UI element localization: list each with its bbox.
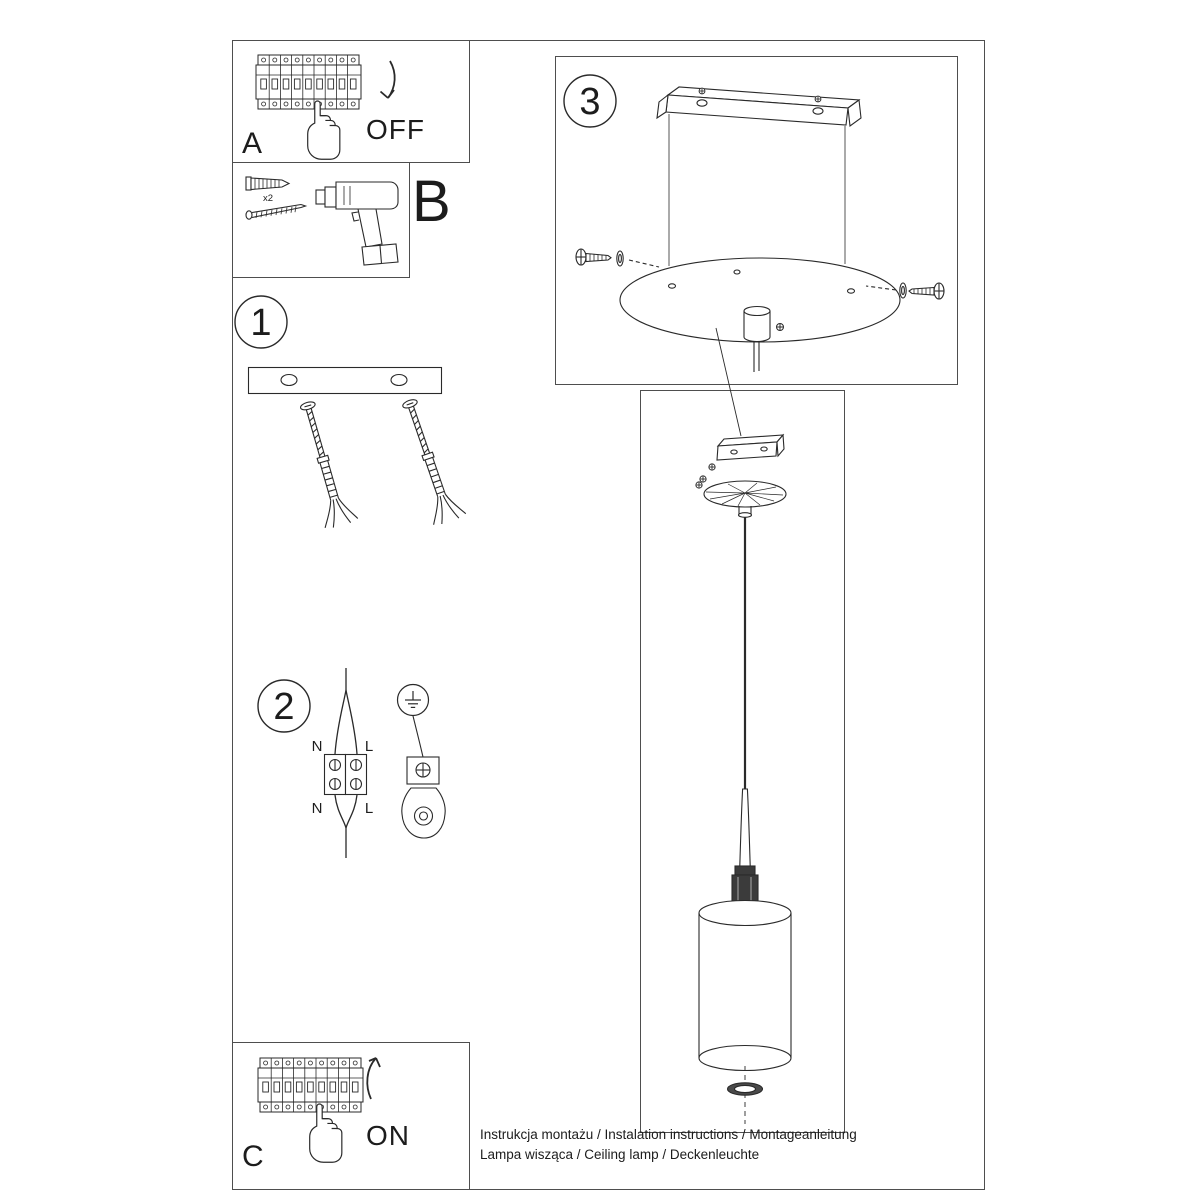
- ground-wire: [412, 715, 424, 758]
- mounting-bar-icon: [247, 366, 443, 395]
- wire-l-top-label: L: [365, 738, 373, 755]
- screw-right-icon: [865, 282, 945, 300]
- tools-box: [232, 162, 410, 278]
- wall-plug-icon: [245, 176, 291, 191]
- step2-wiring-illustration: [323, 668, 446, 858]
- wire-n-bottom-label: N: [312, 800, 323, 817]
- bracket-screw-left-icon: [698, 87, 706, 95]
- anchor-screw-right-icon: [392, 394, 467, 528]
- breaker-panel-icon: [255, 54, 362, 110]
- curved-arrow-up-icon: [366, 1057, 381, 1100]
- panel-c-illustration: [257, 1057, 381, 1163]
- page-frame: [232, 40, 985, 1190]
- step-1-number: 1: [250, 302, 271, 344]
- lamp-screw-2-icon: [699, 475, 707, 483]
- step1-illustration: [247, 366, 467, 531]
- pendant-lamp-illustration: [695, 433, 792, 1124]
- earth-symbol-icon: [396, 683, 430, 717]
- ring-icon: [726, 1082, 764, 1096]
- screw-left-icon: [575, 248, 660, 268]
- wall-plug-qty: x2: [263, 193, 273, 204]
- pointing-hand-icon: [309, 1103, 343, 1163]
- lamp-canopy-screw-icon: [695, 481, 703, 489]
- shade-icon: [698, 899, 792, 1072]
- lamp-canopy-icon: [703, 480, 787, 518]
- step-1-badge: [234, 295, 288, 349]
- pointing-hand-icon: [307, 100, 341, 160]
- screw-icon: [245, 203, 308, 220]
- panel-b-label: B: [412, 169, 451, 234]
- step-2-badge: [257, 679, 311, 733]
- panel-a-illustration: [255, 54, 396, 160]
- step3-ceiling-mount-illustration: [575, 86, 945, 372]
- canopy-screw-icon: [775, 322, 785, 332]
- strain-relief-icon: [739, 788, 751, 867]
- curved-arrow-down-icon: [379, 60, 396, 99]
- ceiling-bracket-icon: [656, 86, 862, 128]
- wire-fork-icon: [334, 668, 358, 858]
- guide-line-lamp: [715, 327, 742, 437]
- panel-c-state: ON: [366, 1120, 410, 1151]
- panel-a-state: OFF: [366, 114, 425, 145]
- panel-c-label: C: [242, 1140, 264, 1173]
- socket-icon: [731, 865, 759, 905]
- breaker-panel-icon: [257, 1057, 364, 1113]
- panel-c-box: [232, 1042, 470, 1190]
- anchor-screw-left-icon: [289, 397, 359, 531]
- canopy-icon: [619, 257, 901, 372]
- wire-n-top-label: N: [312, 738, 323, 755]
- panel-b-illustration: [245, 176, 399, 266]
- ground-terminal-icon: [406, 756, 440, 785]
- ground-clamp-icon: [401, 787, 446, 839]
- lamp-screw-1-icon: [708, 463, 716, 471]
- step-3-badge: [563, 74, 617, 128]
- step-2-number: 2: [273, 686, 294, 728]
- panel-a-label: A: [242, 127, 262, 160]
- step3-box: [555, 56, 958, 385]
- lamp-box: [640, 390, 845, 1133]
- lamp-bracket-icon: [716, 433, 785, 461]
- footer-line-1: Instrukcja montażu / Instalation instruc…: [480, 1127, 857, 1142]
- terminal-block-icon: [323, 753, 368, 796]
- footer-line-2: Lampa wisząca / Ceiling lamp / Deckenleu…: [480, 1147, 759, 1162]
- bracket-screw-right-icon: [814, 95, 822, 103]
- drill-icon: [315, 181, 399, 266]
- wire-l-bottom-label: L: [365, 800, 373, 817]
- step-3-number: 3: [579, 81, 600, 123]
